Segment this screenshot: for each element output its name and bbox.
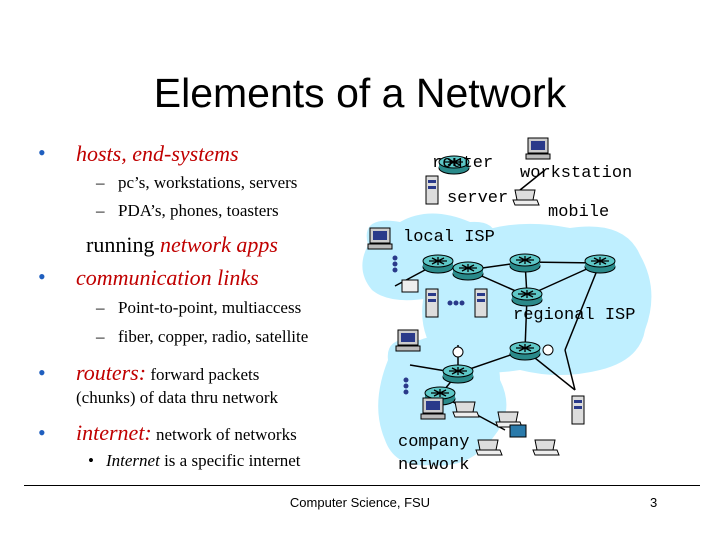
satellite-dish-icon bbox=[542, 344, 554, 356]
network-apps: network apps bbox=[159, 232, 278, 257]
router-icon bbox=[511, 287, 543, 307]
label-regional-isp: regional ISP bbox=[513, 306, 636, 325]
page-number: 3 bbox=[650, 495, 658, 510]
dash-marker: – bbox=[96, 298, 105, 317]
internet-rest: is a specific internet bbox=[159, 451, 301, 470]
bullet-marker: • bbox=[38, 264, 46, 289]
bullet-marker: • bbox=[38, 420, 46, 445]
label-server: server bbox=[447, 189, 509, 208]
label-router: router bbox=[432, 154, 494, 173]
sub-bullet-fiber: fiber, copper, radio, satellite bbox=[118, 327, 309, 346]
label-local-isp: local ISP bbox=[403, 228, 495, 247]
bullet-links: communication links bbox=[76, 265, 259, 290]
phone-icon bbox=[401, 279, 419, 293]
router-icon bbox=[509, 341, 541, 361]
sub-bullet-internet: Internet is a specific internet bbox=[106, 451, 301, 471]
bullet-marker: • bbox=[38, 140, 46, 165]
sub-bullet-marker: • bbox=[88, 451, 94, 470]
internet-text: network of networks bbox=[151, 425, 297, 444]
bullet-hosts: hosts, end-systems bbox=[76, 141, 239, 166]
router-icon bbox=[452, 261, 484, 281]
bullet-internet: internet: network of networks bbox=[76, 420, 297, 446]
laptop-icon bbox=[475, 439, 503, 456]
routers-text: forward packets bbox=[146, 365, 260, 384]
pda-icon bbox=[509, 424, 527, 438]
workstation-icon bbox=[367, 227, 393, 250]
internet-italic: Internet bbox=[106, 451, 160, 470]
router-icon bbox=[422, 254, 454, 274]
legend-workstation-icon bbox=[525, 137, 551, 160]
dash-marker: – bbox=[96, 173, 105, 192]
server-icon bbox=[474, 288, 488, 318]
router-icon bbox=[442, 364, 474, 384]
sub-bullet-pdas: PDA’s, phones, toasters bbox=[118, 201, 279, 220]
dash-marker: – bbox=[96, 201, 105, 220]
label-company: company bbox=[398, 433, 470, 452]
footer-text: Computer Science, FSU bbox=[289, 495, 431, 510]
workstation-icon bbox=[395, 329, 421, 352]
server-icon bbox=[425, 288, 439, 318]
router-icon bbox=[584, 254, 616, 274]
slide-title: Elements of a Network bbox=[153, 70, 567, 116]
sub-bullet-pcs: pc’s, workstations, servers bbox=[118, 173, 298, 192]
routers-text-cont: (chunks) of data thru network bbox=[76, 388, 279, 407]
running-apps-line: running network apps bbox=[86, 232, 278, 258]
label-mobile: mobile bbox=[548, 203, 610, 222]
dash-marker: – bbox=[96, 327, 105, 346]
sub-bullet-p2p: Point-to-point, multiaccess bbox=[118, 298, 302, 317]
laptop-icon bbox=[532, 439, 560, 456]
legend-mobile-icon bbox=[512, 189, 540, 206]
label-network: network bbox=[398, 456, 470, 475]
running-prefix: running bbox=[86, 232, 160, 257]
ethernet-dots bbox=[392, 255, 465, 395]
routers-label: routers: bbox=[76, 360, 147, 385]
internet-label: internet: bbox=[76, 420, 152, 445]
bullet-marker: • bbox=[38, 360, 46, 385]
footer-rule bbox=[24, 485, 700, 486]
workstation-icon bbox=[420, 397, 446, 420]
server-icon bbox=[571, 395, 585, 425]
satellite-dish-icon bbox=[452, 346, 464, 358]
bullet-routers: routers: forward packets bbox=[76, 360, 259, 386]
router-icon bbox=[509, 253, 541, 273]
label-workstation: workstation bbox=[520, 164, 633, 183]
legend-server-icon bbox=[425, 175, 439, 205]
